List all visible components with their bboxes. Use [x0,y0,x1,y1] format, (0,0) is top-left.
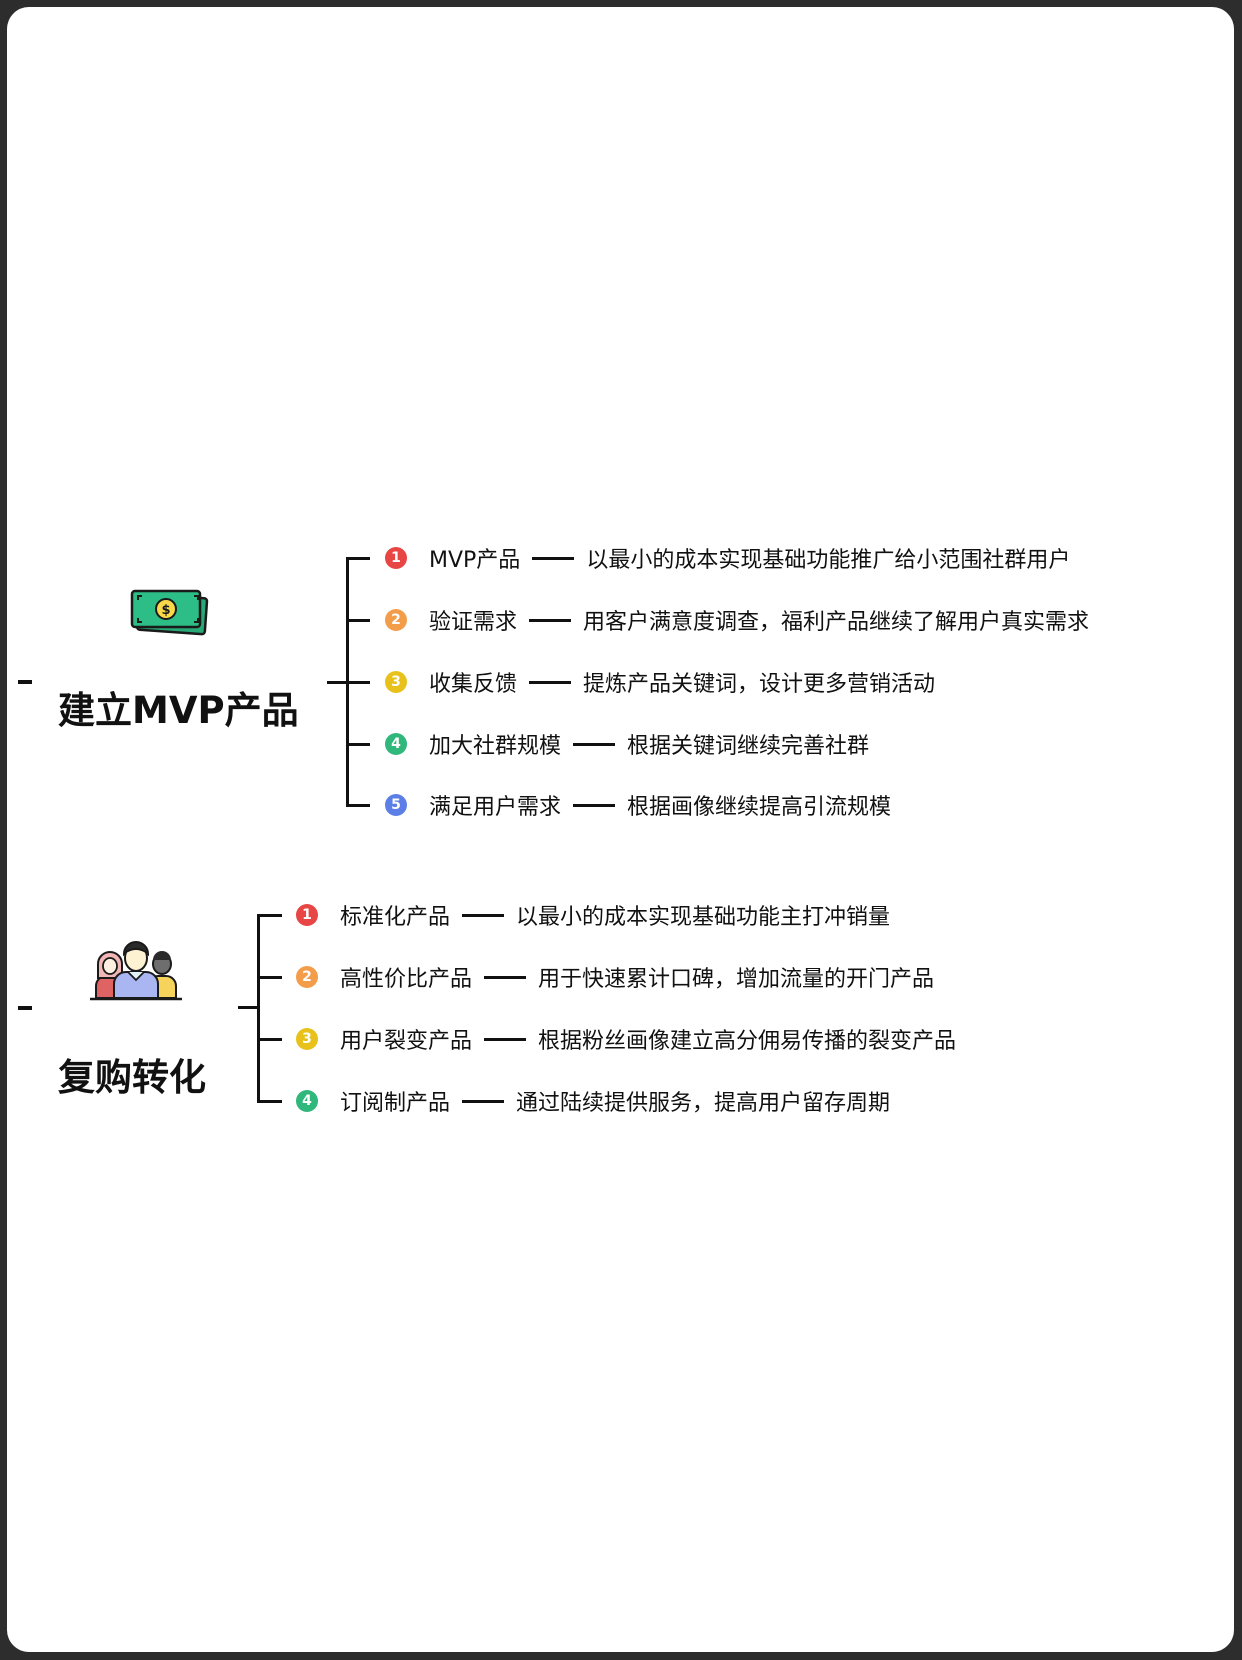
bracket-vertical [257,914,260,1103]
item-description: 根据画像继续提高引流规模 [627,795,892,820]
number-badge-icon: 2 [296,966,318,988]
connector-line [573,742,616,746]
number-badge-icon: 2 [385,609,407,631]
item-label: 标准化产品 [340,905,451,930]
bracket-tick [257,914,282,917]
bracket-tick [257,1038,282,1041]
connector-line [529,680,572,684]
section-title: 复购转化 [58,1056,206,1099]
item-label: 用户裂变产品 [340,1029,473,1054]
bracket-tick [257,1100,282,1103]
list-item[interactable]: 1 标准化产品 以最小的成本实现基础功能主打冲销量 [296,899,890,931]
item-description: 通过陆续提供服务，提高用户留存周期 [516,1091,891,1116]
connector-line [462,1099,505,1103]
canvas-frame [7,7,1234,1652]
connector-line [573,803,616,807]
connector-line [532,556,575,560]
item-description: 根据粉丝画像建立高分佣易传播的裂变产品 [538,1029,957,1054]
number-badge-icon: 4 [385,733,407,755]
item-label: 收集反馈 [429,672,518,697]
connector-line [529,618,572,622]
number-badge-icon: 3 [296,1028,318,1050]
list-item[interactable]: 3 用户裂变产品 根据粉丝画像建立高分佣易传播的裂变产品 [296,1023,956,1055]
item-description: 用于快速累计口碑，增加流量的开门产品 [538,967,935,992]
item-description: 用客户满意度调查，福利产品继续了解用户真实需求 [583,610,1090,635]
collapse-dash[interactable] [18,1006,32,1010]
list-item[interactable]: 1 MVP产品 以最小的成本实现基础功能推广给小范围社群用户 [385,542,1070,574]
item-label: 高性价比产品 [340,967,473,992]
list-item[interactable]: 4 订阅制产品 通过陆续提供服务，提高用户留存周期 [296,1085,890,1117]
bracket-stub [327,681,349,684]
number-badge-icon: 4 [296,1090,318,1112]
connector-line [462,913,505,917]
bracket-tick [346,619,370,622]
bracket-tick [346,804,370,807]
item-description: 根据关键词继续完善社群 [627,734,870,759]
list-item[interactable]: 3 收集反馈 提炼产品关键词，设计更多营销活动 [385,666,935,698]
item-label: MVP产品 [429,548,521,573]
connector-line [484,975,527,979]
number-badge-icon: 1 [296,904,318,926]
number-badge-icon: 5 [385,794,407,816]
item-description: 以最小的成本实现基础功能主打冲销量 [516,905,891,930]
item-description: 以最小的成本实现基础功能推广给小范围社群用户 [586,548,1071,573]
bracket-tick [257,976,282,979]
list-item[interactable]: 4 加大社群规模 根据关键词继续完善社群 [385,728,869,760]
number-badge-icon: 3 [385,671,407,693]
section-title: 建立MVP产品 [58,689,299,732]
item-label: 验证需求 [429,610,518,635]
number-badge-icon: 1 [385,547,407,569]
user-group-icon [90,941,182,1001]
collapse-dash[interactable] [18,680,32,684]
list-item[interactable]: 2 高性价比产品 用于快速累计口碑，增加流量的开门产品 [296,961,934,993]
bracket-stub [238,1006,260,1009]
connector-line [484,1037,527,1041]
money-bill-icon: $ [130,589,209,636]
item-label: 加大社群规模 [429,734,562,759]
bracket-tick [346,557,370,560]
bracket-tick [346,743,370,746]
item-description: 提炼产品关键词，设计更多营销活动 [583,672,936,697]
item-label: 满足用户需求 [429,795,562,820]
bracket-tick [346,681,370,684]
svg-text:$: $ [161,603,170,618]
list-item[interactable]: 5 满足用户需求 根据画像继续提高引流规模 [385,789,891,821]
item-label: 订阅制产品 [340,1091,451,1116]
list-item[interactable]: 2 验证需求 用客户满意度调查，福利产品继续了解用户真实需求 [385,604,1089,636]
